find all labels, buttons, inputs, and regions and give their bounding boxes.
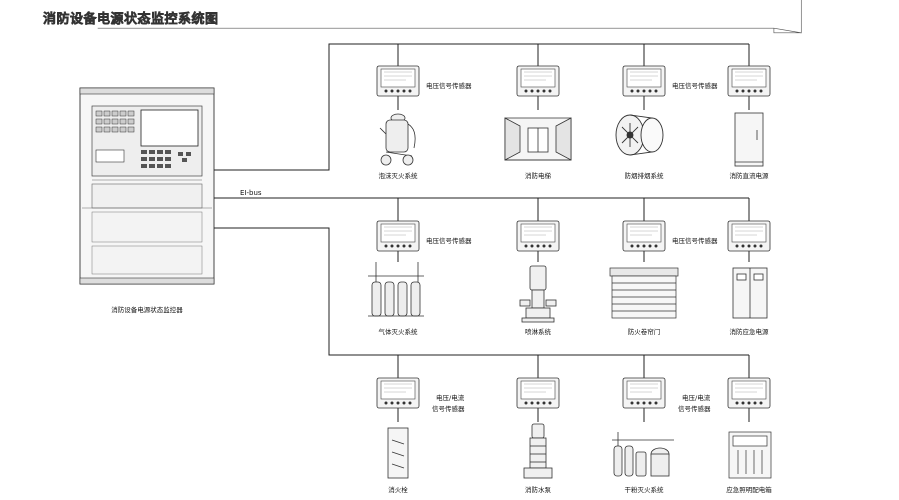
sensor-label: 电压/电流 [436, 393, 465, 402]
hydrant-cabinet-icon [387, 427, 409, 479]
controller-label: 消防设备电源状态监控器 [111, 305, 183, 314]
sensor-label: 电压信号传感器 [672, 81, 718, 90]
device-label: 消防直流电源 [730, 171, 770, 180]
controller-cabinet-icon [79, 87, 215, 285]
device-label: 应急照明配电箱 [726, 485, 772, 494]
foam-extinguisher-icon [379, 113, 416, 166]
gas-cylinders-icon [368, 262, 424, 317]
device-label: 气体灭火系统 [379, 327, 419, 336]
water-pump-icon [523, 423, 553, 479]
fan-icon [615, 114, 664, 156]
bus-label: EI-bus [240, 189, 262, 197]
device-label: 防火卷帘门 [628, 327, 661, 336]
device-label: 泡沫灭火系统 [379, 171, 419, 180]
sensor-label: 信号传感器 [678, 404, 711, 413]
sprinkler-pump-icon [519, 265, 557, 323]
dc-cabinet-icon [734, 112, 764, 167]
rolling-shutter-icon [609, 267, 679, 319]
dry-powder-icon [612, 432, 674, 477]
sensor-label: 电压/电流 [682, 393, 711, 402]
device-label: 消防水泵 [525, 485, 552, 494]
bus-wiring [214, 43, 750, 422]
lighting-box-icon [728, 431, 772, 479]
device-label: 防烟排烟系统 [625, 171, 665, 180]
sensor-label: 电压信号传感器 [426, 236, 472, 245]
device-label: 喷淋系统 [525, 327, 552, 336]
emergency-power-icon [732, 267, 768, 319]
device-label: 消防应急电源 [730, 327, 770, 336]
page-title: 消防设备电源状态监控系统图 [43, 12, 219, 28]
device-label: 消防电梯 [525, 171, 552, 180]
header-banner [97, 0, 802, 34]
device-label: 干粉灭火系统 [625, 485, 665, 494]
sensor-label: 电压信号传感器 [426, 81, 472, 90]
sensor-label: 电压信号传感器 [672, 236, 718, 245]
device-label: 消火栓 [388, 485, 408, 494]
sensor-label: 信号传感器 [432, 404, 465, 413]
elevator-icon [504, 117, 572, 161]
